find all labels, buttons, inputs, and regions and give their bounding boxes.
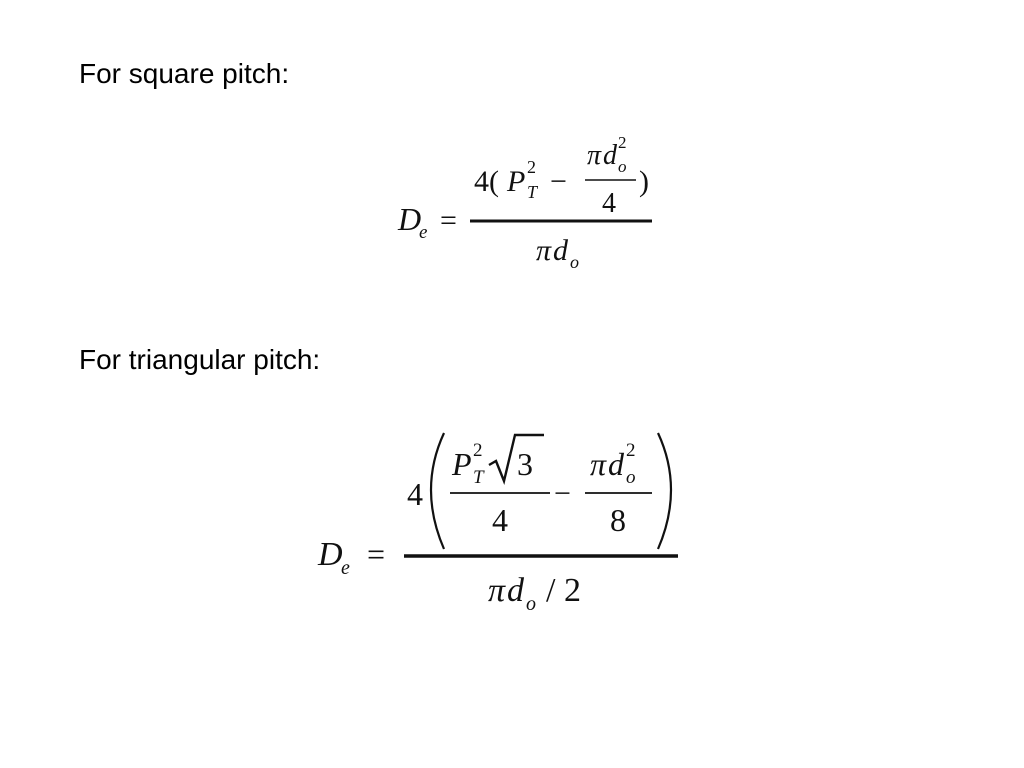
lhs-symbol: D (317, 536, 343, 573)
numerator-coefficient: 4( (474, 165, 499, 198)
pitch-symbol: P (506, 165, 525, 198)
fraction2-numerator-pi: π (590, 446, 607, 482)
close-paren: ) (639, 165, 649, 198)
denominator-pi: π (488, 572, 506, 609)
inner-numerator-d: d (603, 140, 618, 171)
square-pitch-equation: D e = 4( P 2 T − π d 2 o 4 ) π d o (390, 128, 670, 278)
inner-numerator-exponent: 2 (618, 133, 627, 152)
pitch-exponent: 2 (527, 157, 536, 177)
lhs-subscript: e (341, 557, 350, 579)
fraction2-denominator: 8 (610, 502, 626, 538)
denominator-subscript: o (526, 593, 536, 615)
inner-denominator: 4 (602, 188, 616, 219)
equals-sign: = (367, 536, 385, 572)
denominator-d: d (553, 234, 569, 267)
denominator-d: d (507, 572, 525, 609)
pitch-subscript: T (527, 182, 539, 202)
numerator-coefficient: 4 (407, 476, 423, 512)
inner-numerator-pi: π (587, 140, 602, 171)
pitch-exponent: 2 (473, 440, 483, 461)
equals-sign: = (440, 204, 457, 237)
triangular-pitch-equation: D e = 4 P 2 T 3 4 − π d 2 o 8 π d o / 2 (312, 425, 692, 615)
lhs-subscript: e (419, 222, 427, 243)
pitch-subscript: T (473, 467, 485, 488)
triangular-pitch-caption: For triangular pitch: (79, 344, 321, 375)
inner-numerator-subscript: o (618, 157, 627, 176)
sqrt-sign (488, 433, 544, 485)
denominator-pi: π (536, 234, 552, 267)
radicand: 3 (517, 446, 533, 482)
right-big-paren (656, 432, 673, 550)
minus-sign: − (550, 165, 567, 198)
lhs-symbol: D (397, 201, 421, 237)
fraction2-numerator-subscript: o (626, 467, 636, 488)
fraction2-numerator-exponent: 2 (626, 440, 636, 461)
minus-sign: − (554, 477, 571, 510)
square-pitch-caption: For square pitch: (79, 58, 290, 89)
pitch-symbol: P (451, 446, 472, 482)
denominator-rest: / 2 (546, 572, 581, 609)
fraction2-numerator-d: d (608, 446, 625, 482)
left-big-paren (429, 432, 446, 550)
fraction1-denominator: 4 (492, 502, 508, 538)
denominator-subscript: o (570, 252, 579, 272)
